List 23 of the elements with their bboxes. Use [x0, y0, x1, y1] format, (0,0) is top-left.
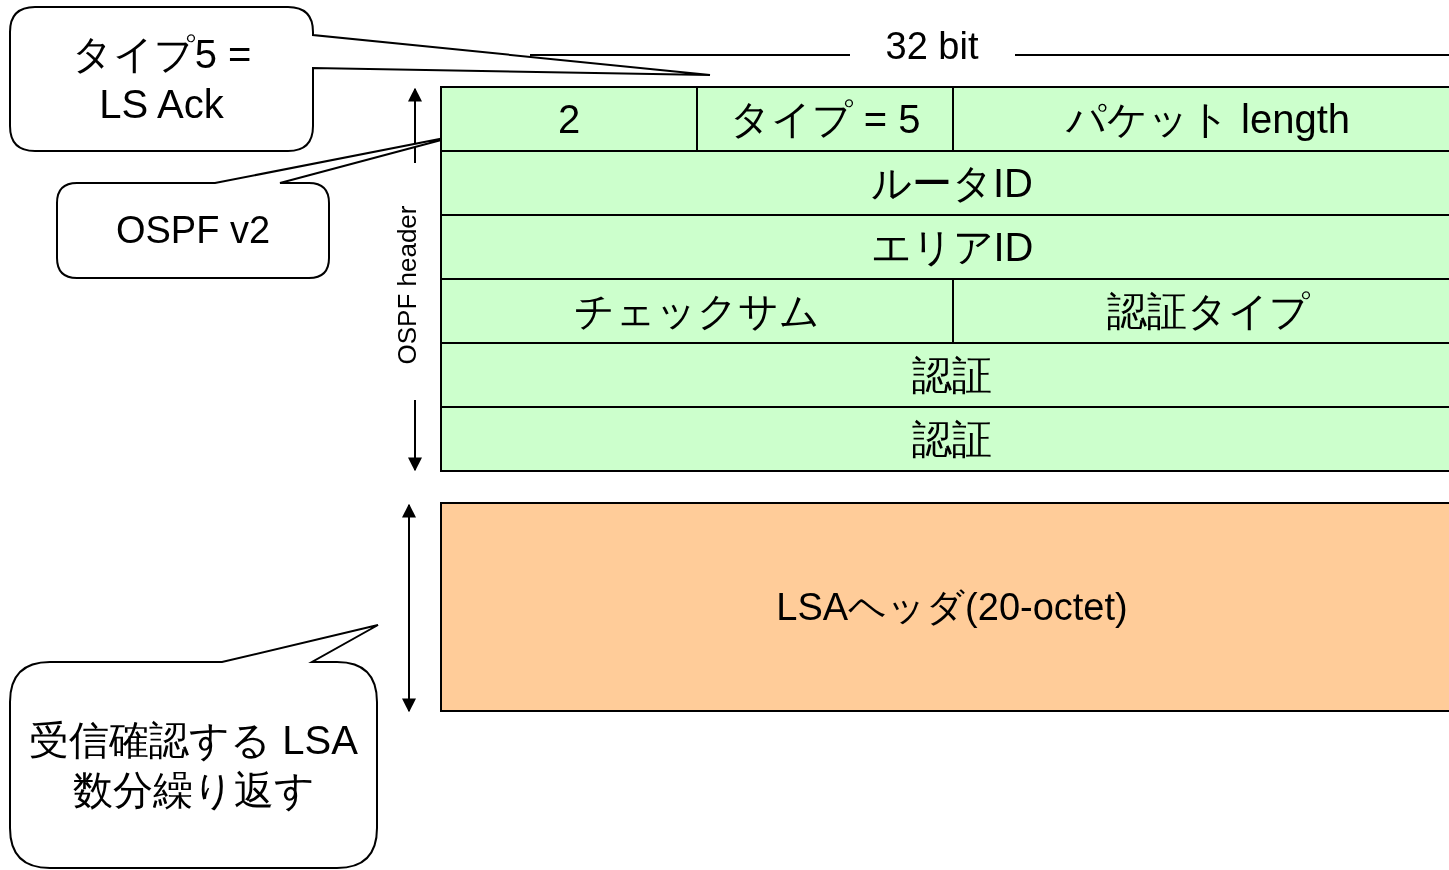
field-label: 認証タイプ: [1106, 287, 1310, 335]
field-label: 認証: [912, 415, 992, 463]
field-label: タイプ = 5: [729, 95, 921, 143]
field-label: LSAヘッダ(20-octet): [776, 584, 1128, 630]
field-cell: [952, 86, 1449, 152]
field-cell: [440, 150, 1449, 216]
field-cell: [440, 406, 1449, 472]
field-label: チェックサム: [574, 287, 820, 335]
field-cell: [440, 342, 1449, 408]
field-label: ルータID: [871, 159, 1033, 207]
header-block: [440, 502, 1449, 712]
callout-text: タイプ5 = LS Ack: [70, 31, 253, 128]
callout-text: 受信確認する LSA数分繰り返す: [28, 717, 359, 814]
field-label: 2: [557, 96, 581, 142]
field-cell: [440, 278, 954, 344]
field-label: エリアID: [870, 223, 1034, 271]
field-cell: [440, 86, 698, 152]
field-label: 認証: [912, 351, 992, 399]
field-cell: [952, 278, 1449, 344]
field-label: パケット length: [1065, 95, 1351, 143]
field-cell: [440, 214, 1449, 280]
field-cell: [696, 86, 954, 152]
callout-text: OSPF v2: [115, 207, 271, 253]
